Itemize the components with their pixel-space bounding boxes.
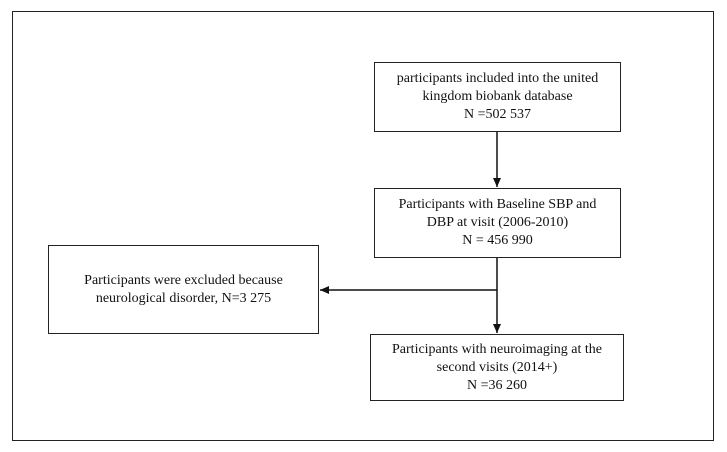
- box-total-line-1: participants included into the united: [396, 71, 599, 86]
- box-excluded-line-1: Participants were excluded because: [84, 272, 283, 288]
- box-baseline-line-1: Participants with Baseline SBP and: [398, 197, 597, 212]
- box-total-participants: participants included into the united ki…: [374, 62, 621, 132]
- box-neuro-line-1: Participants with neuroimaging at the: [392, 341, 602, 357]
- box-excluded-participants: Participants were excluded because neuro…: [48, 245, 319, 334]
- box-neuroimaging-participants: Participants with neuroimaging at the se…: [370, 334, 624, 401]
- box-total-line-2: kingdom biobank database: [422, 89, 573, 104]
- box-excluded-line-2: neurological disorder, N=3 275: [95, 290, 272, 306]
- box-neuro-line-2: second visits (2014+): [436, 359, 558, 375]
- box-baseline-participants: Participants with Baseline SBP and DBP a…: [374, 188, 621, 258]
- figure-frame: [12, 11, 714, 441]
- box-baseline-line-2: DBP at visit (2006-2010): [426, 215, 569, 230]
- box-baseline-count: N = 456 990: [462, 233, 533, 248]
- box-neuro-count: N =36 260: [466, 377, 527, 393]
- box-total-count: N =502 537: [463, 107, 531, 122]
